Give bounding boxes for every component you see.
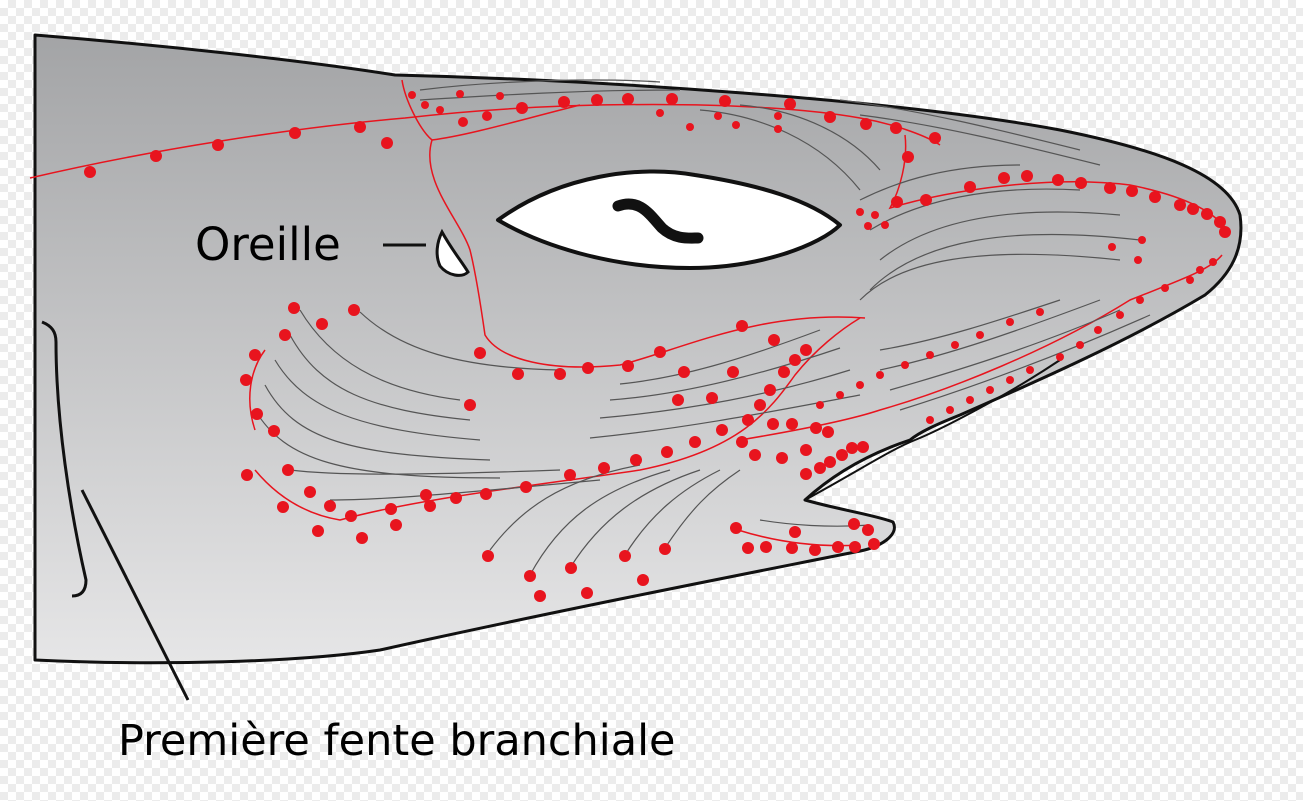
shark-head <box>33 33 1243 665</box>
gill-pointer-line <box>80 489 190 701</box>
ear-opening <box>435 228 470 277</box>
ampullae-of-lorenzini <box>84 90 1231 602</box>
eye <box>496 169 842 270</box>
pupil <box>612 198 704 244</box>
ampullary-tubules <box>254 79 1151 576</box>
first-gill-slit <box>41 320 88 598</box>
ear-label: Oreille <box>195 218 341 271</box>
jaw-line <box>804 359 1061 501</box>
first-gill-slit-label: Première fente branchiale <box>118 716 676 766</box>
